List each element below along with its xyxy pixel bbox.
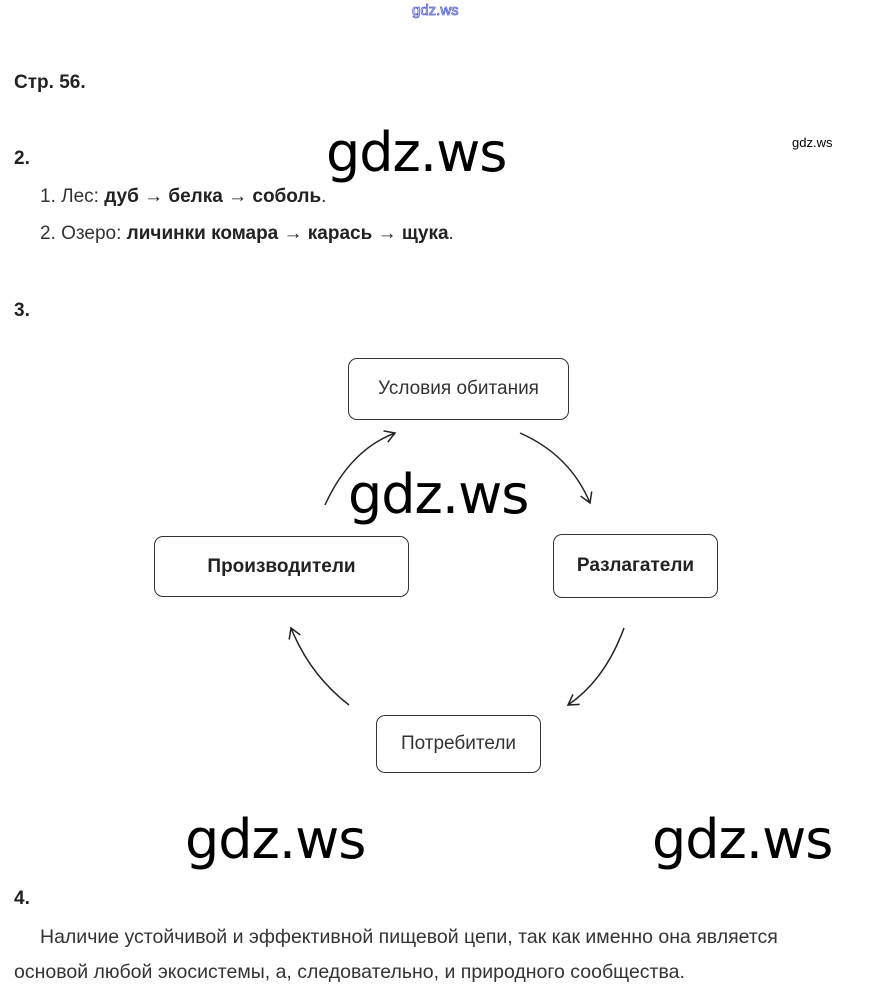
food-chain: личинки комара → карась → щука — [126, 223, 449, 244]
node-label: Разлагатели — [576, 555, 695, 576]
node-label: Производители — [207, 555, 356, 577]
watermark-big: gdz.ws — [326, 121, 507, 184]
watermark-big: gdz.ws — [652, 808, 833, 871]
node-label: Потребители — [400, 733, 517, 754]
node-decomposers: Разлагатели — [553, 534, 718, 598]
item-prefix: 1. Лес: — [40, 186, 105, 207]
watermark-big: gdz.ws — [348, 463, 529, 526]
task3-number: 3. — [14, 300, 30, 321]
arrow-conditions-to-decomposers — [519, 432, 593, 505]
node-consumers: Потребители — [376, 715, 541, 773]
list-item: 1. Лес: дуб → белка → соболь. — [40, 186, 326, 208]
item-end: . — [321, 186, 327, 207]
answer-text-line1: Наличие устойчивой и эффективной пищевой… — [40, 926, 778, 948]
node-producers: Производители — [154, 536, 409, 597]
watermark-small: gdz.ws — [792, 135, 833, 150]
node-label: Условия обитания — [378, 378, 539, 399]
page-heading: Стр. 56. — [14, 72, 86, 93]
list-item: 2. Озеро: личинки комара → карась → щука… — [40, 223, 454, 245]
arrow-producers-to-conditions — [324, 430, 397, 506]
item-prefix: 2. Озеро: — [40, 223, 127, 244]
task4-number: 4. — [14, 888, 30, 909]
arrow-decomposers-to-consumers — [566, 627, 625, 706]
answer-text-line2: основой любой экосистемы, а, следователь… — [14, 961, 685, 983]
arrow-consumers-to-producers — [288, 626, 350, 706]
item-end: . — [448, 223, 454, 244]
food-chain: дуб → белка → соболь — [104, 186, 322, 207]
task2-number: 2. — [14, 148, 30, 169]
watermark-top: gdz.ws — [412, 2, 459, 20]
node-habitat-conditions: Условия обитания — [348, 358, 569, 420]
watermark-big: gdz.ws — [185, 808, 366, 871]
